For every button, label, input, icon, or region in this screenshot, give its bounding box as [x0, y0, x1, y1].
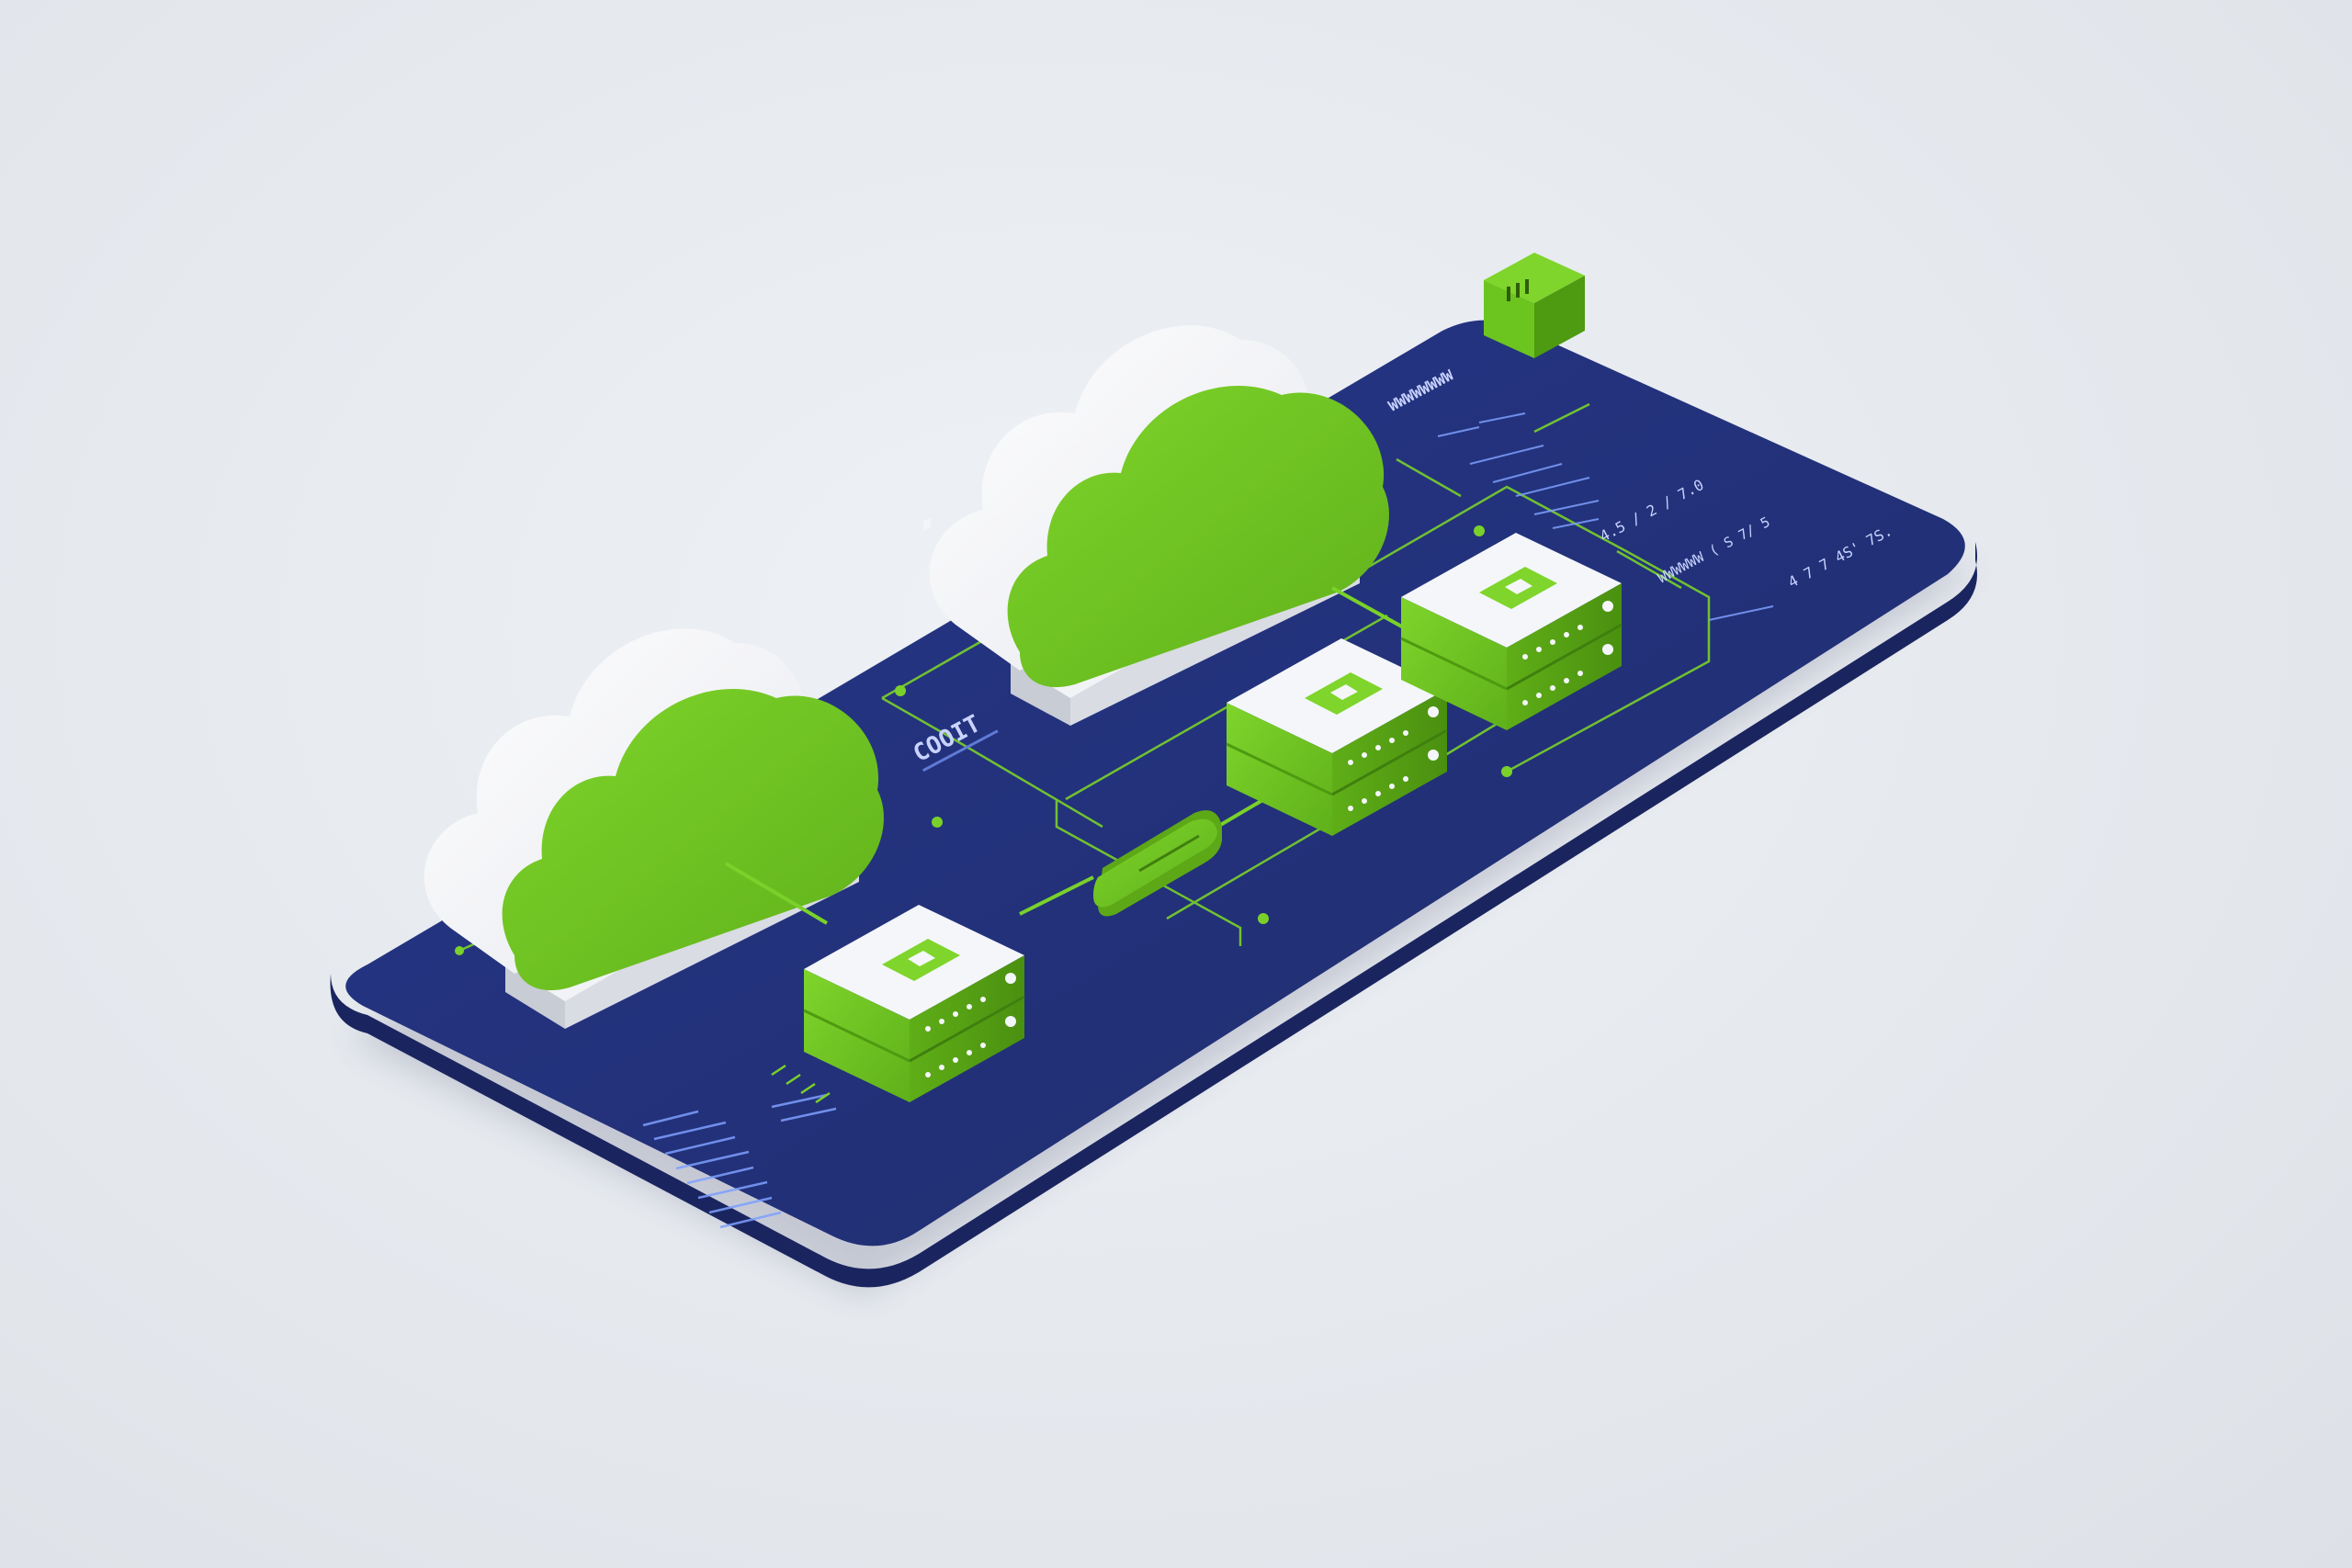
- server-icon: [1505, 579, 1532, 594]
- cloud-right: [929, 325, 1389, 726]
- router-chip: [1093, 810, 1222, 917]
- cloud-icon: [502, 688, 884, 991]
- router-icon: [1093, 818, 1217, 908]
- menu-icon: [1507, 279, 1529, 301]
- circuit-board: COOIT WWWWWWWW 4.5 / 2 / 7.0 WWWWWW ( S …: [330, 320, 1977, 1288]
- cloud-left: [424, 628, 884, 1029]
- server-mid: [1226, 638, 1448, 836]
- board-text-dashes: [1437, 412, 1774, 621]
- board-green-ticks: [771, 1064, 831, 1104]
- cloud-icon: [1007, 385, 1389, 688]
- board-top: [345, 320, 1965, 1247]
- server-front: [803, 517, 1025, 1102]
- server-back: [1400, 533, 1623, 730]
- server-icon: [1330, 684, 1358, 700]
- server-icon: [908, 951, 935, 966]
- board-dash-list: [642, 1093, 837, 1229]
- menu-box: [1484, 253, 1585, 358]
